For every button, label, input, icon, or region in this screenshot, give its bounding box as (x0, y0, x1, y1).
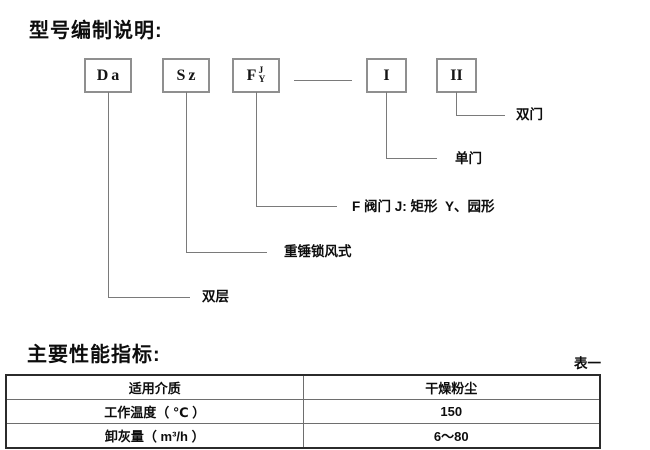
model-code-box-sz: Sz (162, 58, 210, 93)
model-code-box-i: I (366, 58, 407, 93)
connector-da-horizontal (108, 297, 190, 298)
table-cell-discharge-value: 6～80 (302, 423, 601, 449)
table-row: 适用介质 干燥粉尘 (5, 374, 601, 400)
model-code-box-da: Da (84, 58, 132, 93)
connector-i-horizontal (386, 158, 437, 159)
model-coding-section-title: 型号编制说明: (29, 20, 163, 42)
connector-f-vertical (256, 92, 257, 206)
performance-table: 适用介质 干燥粉尘 工作温度（ ℃ ） 150 卸灰量（ m³/h ） 6～80 (5, 374, 601, 449)
callout-label-hammer-airlock-type: 重锤锁风式 (284, 244, 352, 259)
model-code-box-ii: II (436, 58, 477, 93)
table-cell-discharge-label: 卸灰量（ m³/h ） (5, 423, 304, 449)
callout-label-double-door: 双门 (516, 107, 543, 122)
connector-ii-horizontal (456, 115, 505, 116)
model-code-f-stack-top: J (258, 65, 264, 76)
callout-label-double-layer: 双层 (202, 289, 229, 304)
model-code-f-jy-stack: J Y (258, 65, 266, 85)
table-row: 工作温度（ ℃ ） 150 (5, 399, 601, 424)
connector-i-vertical (386, 92, 387, 158)
model-code-da-text: Da (96, 66, 123, 84)
model-code-sz-text: Sz (176, 66, 199, 84)
model-code-ii-text: II (450, 66, 463, 84)
connector-sz-horizontal (186, 252, 267, 253)
connector-sz-vertical (186, 92, 187, 252)
table-cell-temperature-value: 150 (302, 399, 601, 424)
performance-section-title: 主要性能指标: (27, 344, 161, 366)
table-cell-medium-value: 干燥粉尘 (302, 374, 601, 400)
connector-f-horizontal (256, 206, 337, 207)
connector-dash-f-to-i (294, 80, 352, 81)
table-cell-temperature-label: 工作温度（ ℃ ） (5, 399, 304, 424)
callout-label-valve-shape: F 阀门 J: 矩形 Y、园形 (352, 199, 495, 214)
table-cell-medium-label: 适用介质 (5, 374, 304, 400)
callout-label-single-door: 单门 (455, 151, 482, 166)
model-code-f-text: F (246, 66, 257, 84)
connector-ii-vertical (456, 92, 457, 115)
table-row: 卸灰量（ m³/h ） 6～80 (5, 423, 601, 449)
table-caption: 表一 (574, 356, 601, 371)
connector-da-vertical (108, 92, 109, 297)
model-code-f-stack-bottom: Y (258, 74, 266, 85)
model-code-i-text: I (383, 66, 390, 84)
model-code-box-f: F J Y (232, 58, 280, 93)
